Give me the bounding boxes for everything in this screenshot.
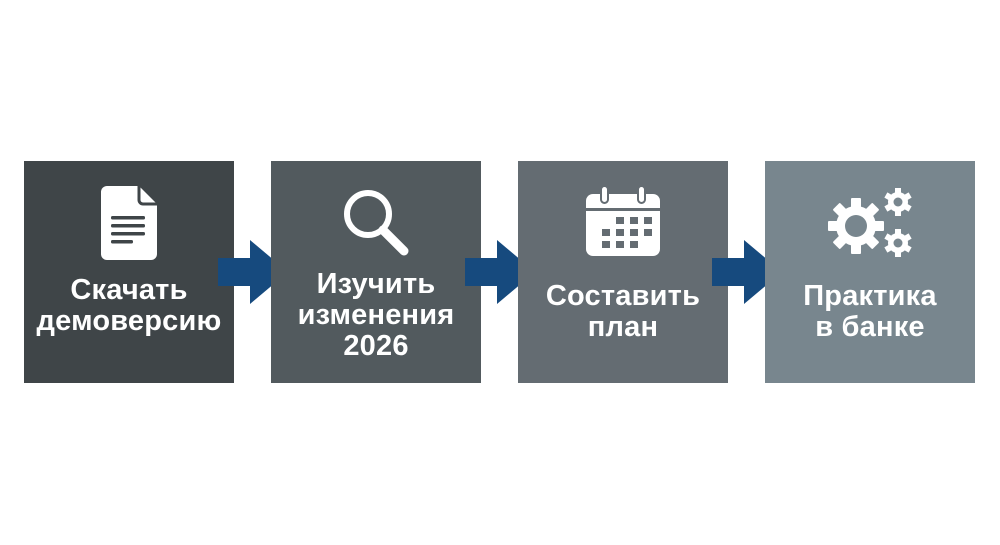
step-study-changes: Изучить изменения 2026 (271, 161, 481, 383)
step-label: Изучить изменения 2026 (271, 269, 481, 362)
arrow-right-icon (218, 240, 288, 304)
step-label: Скачать демоверсию (24, 275, 234, 337)
step-label-line: Составить (545, 280, 701, 312)
step-label-line: план (587, 311, 659, 343)
step-label-line: в банке (815, 311, 925, 343)
step-label-line: Изучить (316, 268, 436, 300)
search-icon (340, 183, 412, 263)
gears-icon (826, 183, 914, 263)
step-label-line: изменения (297, 299, 455, 331)
step-label: Составить план (518, 281, 728, 343)
step-download-demo: Скачать демоверсию (24, 161, 234, 383)
step-label-line: Скачать (70, 274, 188, 306)
step-label-line: 2026 (343, 330, 409, 362)
calendar-icon (586, 181, 660, 261)
step-make-plan: Составить план (518, 161, 728, 383)
arrow-right-icon (712, 240, 782, 304)
step-bank-practice: Практика в банке (765, 161, 975, 383)
step-label: Практика в банке (765, 281, 975, 343)
step-label-line: Практика (803, 280, 937, 312)
document-icon (101, 183, 157, 263)
arrow-right-icon (465, 240, 535, 304)
step-label-line: демоверсию (36, 305, 222, 337)
